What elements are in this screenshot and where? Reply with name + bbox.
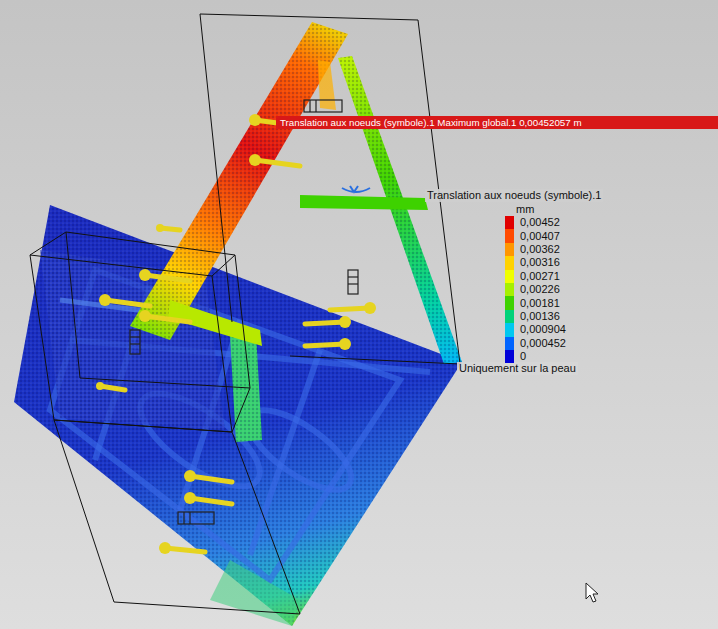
legend-value: 0,000904 [520, 324, 566, 335]
legend-entry: 0,00136 [505, 310, 560, 323]
legend-swatch [505, 243, 514, 256]
legend-value: 0,00362 [520, 244, 560, 255]
unit-label: mm [516, 203, 534, 216]
legend-entry: 0,000452 [505, 337, 566, 350]
legend-value: 0,00452 [520, 217, 560, 228]
legend-swatch [505, 323, 514, 336]
legend-entry: 0,00271 [505, 270, 560, 283]
bounding-boxes [30, 14, 460, 614]
legend-swatch [505, 270, 514, 283]
legend-swatch [505, 310, 514, 323]
legend-value: 0 [520, 351, 526, 362]
legend-swatch [505, 337, 514, 350]
legend-value: 0,00181 [520, 298, 560, 309]
legend-swatch [505, 229, 514, 242]
legend-value: 0,00407 [520, 231, 560, 242]
legend-swatch [505, 296, 514, 309]
a-frame [130, 22, 462, 442]
mouse-cursor [586, 583, 598, 602]
legend-value: 0,00136 [520, 311, 560, 322]
legend-value: 0,000452 [520, 338, 566, 349]
legend-value: 0,00316 [520, 257, 560, 268]
legend-entry: 0,000904 [505, 323, 566, 336]
legend-swatch [505, 216, 514, 229]
legend-title: Translation aux noeuds (symbole).1 [425, 189, 603, 202]
max-value-banner: Translation aux noeuds (symbole).1 Maxim… [276, 116, 718, 129]
legend-swatch [505, 350, 514, 363]
base-plate [14, 205, 462, 626]
legend-value: 0,00226 [520, 284, 560, 295]
load-arrows [96, 114, 376, 554]
restraint-symbols [130, 100, 358, 524]
legend-entry: 0,00181 [505, 296, 560, 309]
legend-entry: 0 [505, 350, 526, 363]
legend-value: 0,00271 [520, 271, 560, 282]
rotation-symbol [342, 186, 370, 192]
legend-swatch [505, 283, 514, 296]
skin-only-note: Uniquement sur la peau [457, 362, 578, 375]
legend-entry: 0,00226 [505, 283, 560, 296]
legend-entry: 0,00452 [505, 216, 560, 229]
legend-swatch [505, 256, 514, 269]
legend-entry: 0,00316 [505, 256, 560, 269]
legend-entry: 0,00407 [505, 229, 560, 242]
legend-entry: 0,00362 [505, 243, 560, 256]
